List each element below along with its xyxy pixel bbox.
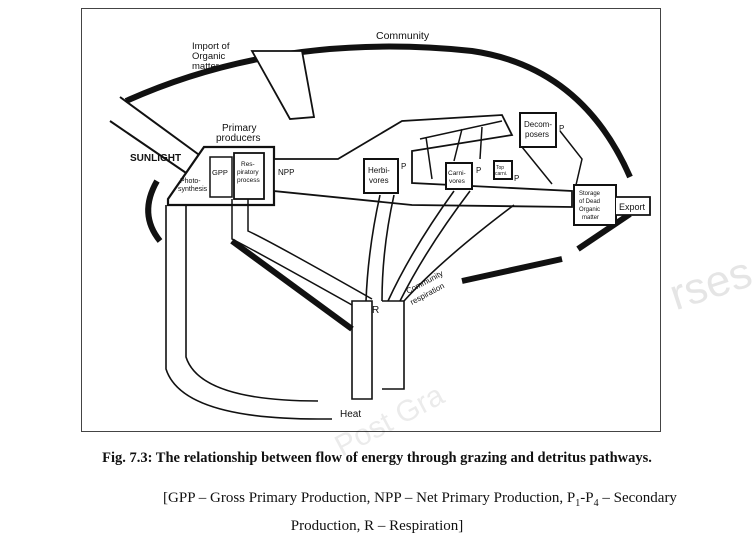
npp-label: NPP xyxy=(278,168,294,177)
gpp-box xyxy=(209,156,233,198)
storage-label-3: Organic xyxy=(579,207,600,213)
carnivores-box xyxy=(445,162,473,190)
import-channel xyxy=(250,50,316,120)
detritus-channels xyxy=(419,120,583,186)
caption-note-sub1: 1 xyxy=(575,498,581,509)
photo-label-1: Photo- xyxy=(180,178,201,185)
figure-frame: Community Import of Organic matter SUNLI… xyxy=(81,8,661,432)
storage-label-2: of Dead xyxy=(579,199,600,205)
carnivores-label-1: Carni- xyxy=(448,170,466,177)
herbivores-box xyxy=(363,158,399,194)
community-boundary-arc-left xyxy=(145,179,163,243)
storage-label-4: matter xyxy=(582,215,599,221)
sunlight-label: SUNLIGHT xyxy=(130,153,181,164)
resp-label-1: Res- xyxy=(241,161,255,168)
import-label-3: matter xyxy=(192,61,219,72)
export-label: Export xyxy=(619,202,646,212)
r-label: R xyxy=(372,305,379,316)
caption-note-part-b: -P xyxy=(580,490,594,506)
top-carnivores-label-2: carni. xyxy=(495,171,507,177)
export-arrow xyxy=(616,196,651,216)
community-boundary-arc xyxy=(124,43,633,179)
watermark-text-1: rses xyxy=(664,248,754,320)
import-label-1: Import of xyxy=(192,41,230,52)
herbivores-label-2: vores xyxy=(369,176,389,185)
caption-note-line1: [GPP – Gross Primary Production, NPP – N… xyxy=(100,490,740,509)
heat-label: Heat xyxy=(340,409,361,420)
decomposers-label-2: posers xyxy=(525,130,549,139)
respiration-channels xyxy=(365,190,515,302)
top-carnivores-box xyxy=(493,160,513,180)
resp-label-3: process xyxy=(237,177,261,184)
import-label-2: Organic xyxy=(192,51,226,62)
decomposers-label-1: Decom- xyxy=(524,120,552,129)
community-label: Community xyxy=(376,30,430,42)
photo-label-2: synthesis xyxy=(178,186,208,193)
sunlight-band xyxy=(109,96,204,179)
caption-note-part-a: [GPP – Gross Primary Production, NPP – N… xyxy=(163,490,576,506)
decomposers-box xyxy=(519,112,557,148)
p-label-4: P xyxy=(559,124,564,133)
respiratory-box xyxy=(233,152,265,200)
resp-label-2: piratory xyxy=(237,169,259,176)
community-boundary-arc-right xyxy=(461,211,632,284)
community-boundary-lower-left xyxy=(230,238,354,332)
heat-channel xyxy=(351,300,405,400)
caption-note-sub2: 4 xyxy=(593,498,599,509)
respiration-loop-channel xyxy=(165,205,332,420)
figure-caption: Fig. 7.3: The relationship between flow … xyxy=(102,450,652,466)
storage-label-1: Storage xyxy=(579,191,601,197)
energy-flow-diagram: Community Import of Organic matter SUNLI… xyxy=(109,30,651,420)
main-flow-channel xyxy=(273,114,573,208)
primary-label-1: Primary xyxy=(222,123,256,134)
caption-note-part-c: – Secondary xyxy=(598,490,677,506)
carnivores-label-2: vores xyxy=(449,178,466,185)
storage-box xyxy=(573,184,617,226)
primary-label-2: producers xyxy=(216,133,260,144)
producer-resp-channel xyxy=(231,199,373,306)
p-label-3: P xyxy=(514,174,519,183)
p-label-2: P xyxy=(476,166,481,175)
caption-note-line2: Production, R – Respiration] xyxy=(290,518,464,534)
gpp-label: GPP xyxy=(212,168,228,177)
herbivores-label-1: Herbi- xyxy=(368,166,390,175)
top-carnivores-label-1: Top xyxy=(496,165,504,171)
p-label-1: P xyxy=(401,162,406,171)
